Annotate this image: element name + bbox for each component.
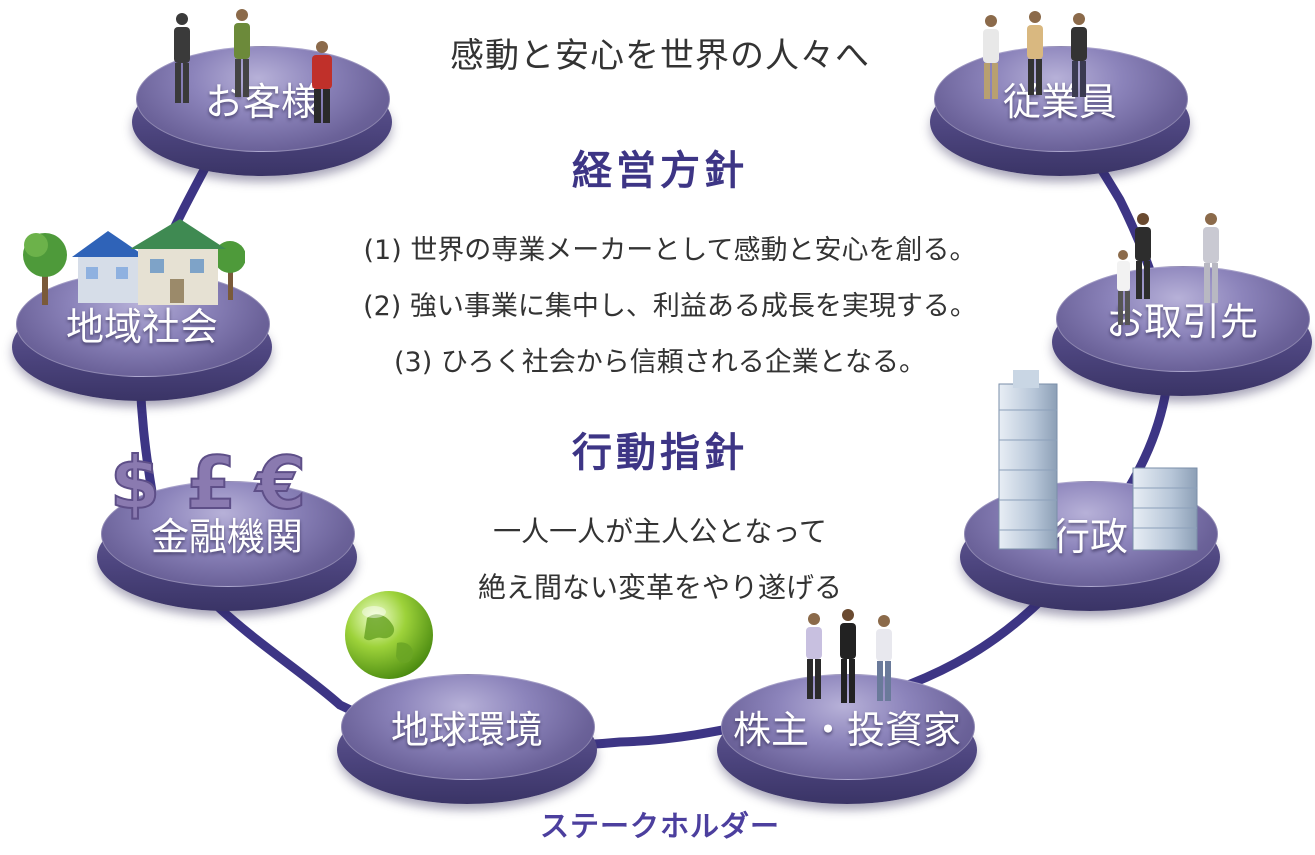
people-icon bbox=[1117, 213, 1219, 325]
action-guideline-line: 一人一人が主人公となって bbox=[493, 515, 827, 548]
action-guideline-line: 絶え間ない変革をやり遂げる bbox=[477, 571, 842, 604]
stakeholder-shareholders: 株主・投資家 bbox=[717, 668, 977, 818]
corporate-philosophy: 感動と安心を世界の人々へ bbox=[450, 36, 870, 76]
people-icon bbox=[174, 9, 332, 123]
policy-item: (2) 強い事業に集中し、利益ある成長を実現する。 bbox=[363, 291, 977, 322]
stakeholder-label: 地域社会 bbox=[65, 305, 218, 349]
stakeholder-label: 行政 bbox=[1051, 515, 1128, 559]
houses-icon bbox=[23, 219, 245, 305]
currency-icon: $ £ € bbox=[109, 440, 307, 520]
stakeholder-label: お客様 bbox=[204, 80, 319, 124]
people-icon bbox=[806, 609, 892, 703]
policy-item: (1) 世界の専業メーカーとして感動と安心を創る。 bbox=[363, 235, 977, 266]
stakeholder-label: 従業員 bbox=[1002, 80, 1117, 124]
globe-icon bbox=[345, 591, 433, 679]
pound-icon: £ bbox=[186, 441, 236, 520]
policy-item: (3) ひろく社会から信頼される企業となる。 bbox=[393, 347, 927, 378]
people-icon bbox=[983, 11, 1087, 99]
policy-title: 経営方針 bbox=[572, 148, 748, 194]
stakeholder-employees: 従業員 bbox=[930, 40, 1190, 190]
stakeholder-label: 地球環境 bbox=[390, 708, 543, 752]
euro-icon: € bbox=[254, 441, 306, 520]
stakeholder-global-environment: 地球環境 bbox=[337, 668, 597, 818]
action-guideline-title: 行動指針 bbox=[572, 430, 748, 476]
stakeholder-label: 株主・投資家 bbox=[732, 708, 961, 752]
tree-icon bbox=[23, 233, 67, 305]
stakeholder-label: お取引先 bbox=[1105, 300, 1258, 344]
stakeholders-caption: ステークホルダー bbox=[539, 809, 780, 843]
stakeholder-financial-institutions: 金融機関 bbox=[97, 475, 357, 625]
stakeholder-suppliers: お取引先 bbox=[1052, 260, 1312, 410]
tree-icon bbox=[214, 241, 245, 300]
stakeholder-label: 金融機関 bbox=[150, 515, 303, 559]
dollar-icon: $ bbox=[110, 441, 160, 520]
buildings-icon bbox=[998, 370, 1198, 551]
